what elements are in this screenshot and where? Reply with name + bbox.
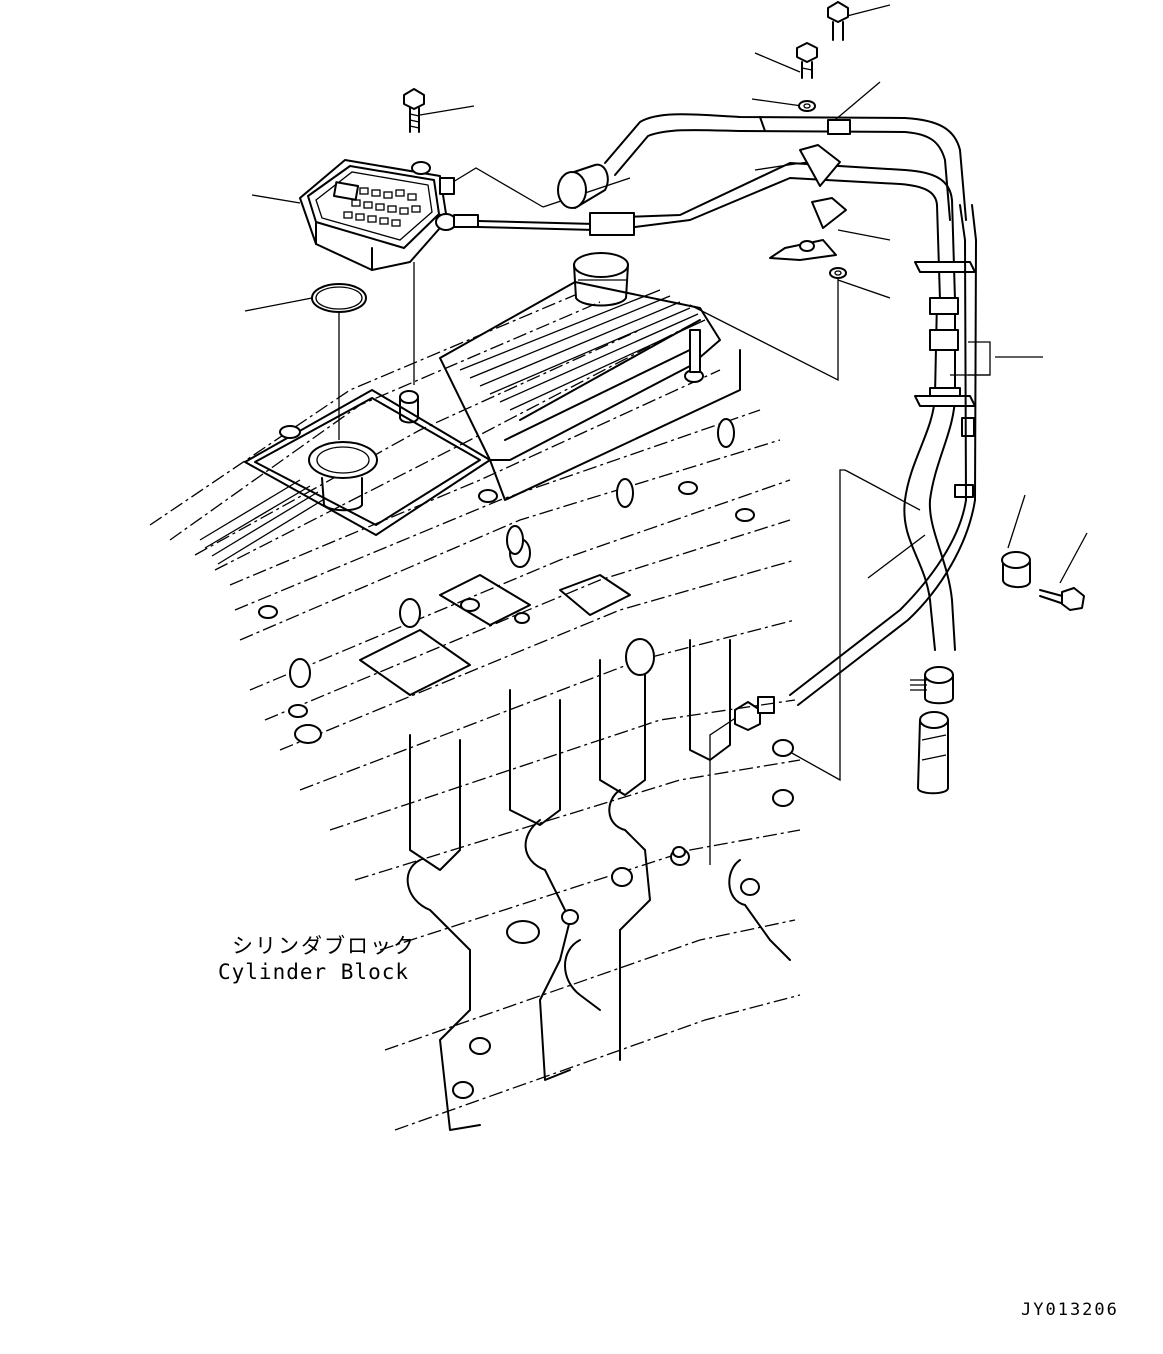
cylinder-head bbox=[149, 252, 741, 586]
breather-hose bbox=[557, 113, 967, 301]
cylinder-block-label-jp: シリンダブロック bbox=[232, 934, 416, 958]
o-ring bbox=[311, 283, 367, 313]
breather-box bbox=[299, 159, 596, 271]
bolt-side bbox=[1039, 587, 1085, 611]
spacer bbox=[1001, 551, 1031, 588]
box-grid bbox=[343, 187, 421, 227]
vertical-hose bbox=[789, 204, 977, 706]
hose-fitting bbox=[917, 666, 954, 795]
drawing-code: JY013206 bbox=[1021, 1300, 1119, 1320]
bolt-top-left bbox=[403, 88, 425, 133]
pipe-connector bbox=[734, 696, 775, 731]
bolt-top-right bbox=[827, 1, 849, 41]
cylinder-block-label-en: Cylinder Block bbox=[218, 960, 410, 984]
washer-upper bbox=[798, 100, 816, 112]
washer-lower bbox=[829, 267, 847, 279]
cylinder-block bbox=[234, 409, 801, 1131]
leader-lines bbox=[244, 4, 1088, 865]
bolt-flange bbox=[796, 42, 818, 79]
